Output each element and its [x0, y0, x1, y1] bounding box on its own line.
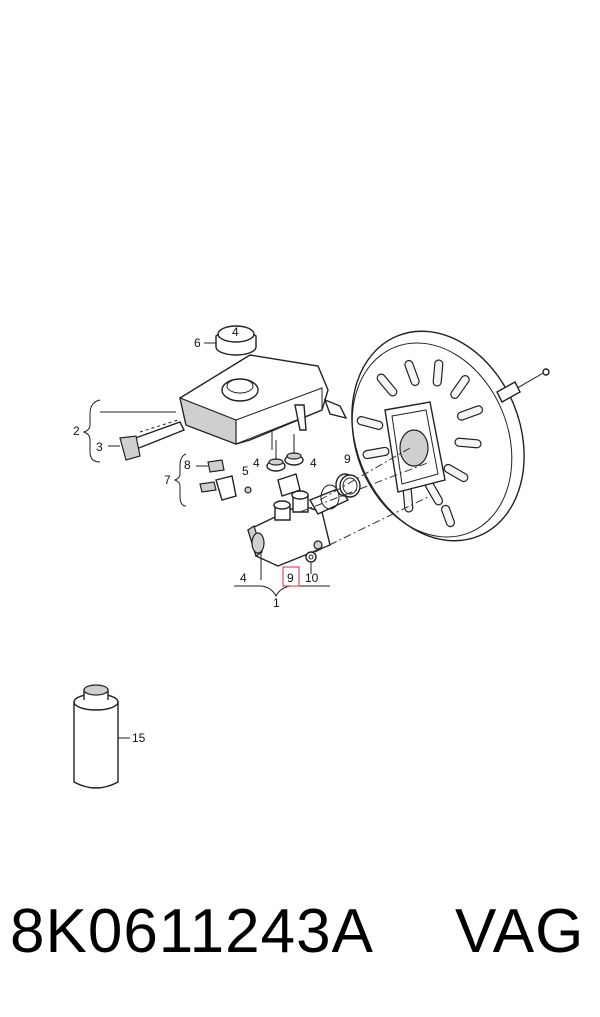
level-sensor	[108, 419, 185, 461]
callout-9a: 9	[344, 452, 351, 466]
svg-text:4: 4	[232, 325, 239, 339]
callout-4b: 4	[310, 456, 317, 470]
callout-6: 6	[194, 336, 201, 350]
highlight-box	[282, 566, 300, 587]
brake-light-switch	[196, 459, 252, 501]
brand-name: VAG	[455, 897, 585, 966]
callout-4c: 4	[240, 571, 247, 585]
callout-2: 2	[73, 424, 80, 438]
brake-fluid-bottle	[73, 684, 130, 789]
callout-8: 8	[184, 458, 191, 472]
nut	[305, 551, 317, 563]
master-cylinder	[247, 473, 355, 567]
reservoir-cap: 4	[204, 325, 257, 356]
fluid-reservoir	[179, 354, 348, 450]
callout-1: 1	[273, 596, 280, 610]
callout-3: 3	[96, 440, 103, 454]
grommets	[266, 434, 304, 472]
brake-booster	[351, 330, 550, 542]
callout-10: 10	[305, 571, 319, 585]
seal-ring	[339, 474, 361, 498]
callout-9b: 9	[287, 571, 294, 585]
part-number: 8K0611243A	[10, 897, 374, 966]
callout-5: 5	[242, 464, 249, 478]
callout-4a: 4	[253, 456, 260, 470]
callout-7: 7	[164, 473, 171, 487]
callout-15: 15	[132, 731, 146, 745]
